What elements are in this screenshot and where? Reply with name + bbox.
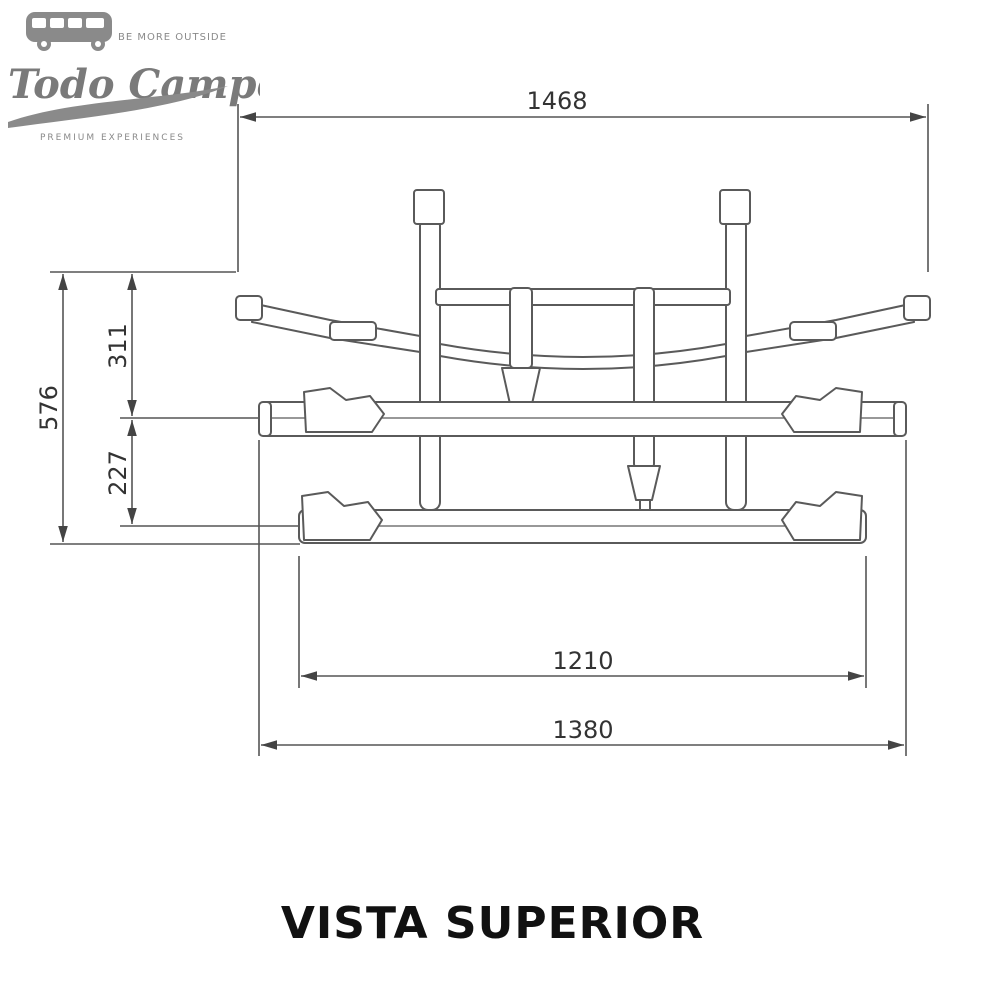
lower-left-wheel-holder: [301, 491, 383, 541]
left-arm-clamp: [235, 295, 263, 321]
campervan-icon: [26, 12, 112, 51]
upper-left-wheel-holder: [303, 387, 385, 433]
todo-campers-logo: BE MORE OUTSIDE Todo Campers PREMIUM EXP…: [8, 12, 260, 143]
dimension-upper-height: 311: [104, 323, 132, 369]
upper-right-wheel-holder: [781, 387, 863, 433]
right-arm-joint: [789, 321, 837, 341]
frame-holder-right: [633, 287, 655, 469]
logo-subtitle: PREMIUM EXPERIENCES: [40, 133, 185, 143]
dimension-inner-width: 1210: [552, 647, 613, 675]
left-post-bracket: [413, 189, 445, 225]
lower-right-wheel-holder: [781, 491, 863, 541]
center-arc: [439, 343, 727, 358]
dimension-outer-width: 1380: [552, 716, 613, 744]
left-arm-joint: [329, 321, 377, 341]
dimension-total-height: 576: [35, 385, 63, 431]
logo-tagline: BE MORE OUTSIDE: [118, 32, 227, 43]
upper-rail-right-cap: [893, 401, 907, 437]
bike-rack-outline: [235, 189, 931, 544]
frame-holder-left: [509, 287, 533, 369]
dimension-total-width: 1468: [526, 87, 587, 115]
dimension-lower-height: 227: [104, 450, 132, 496]
logo-swoosh: [8, 86, 228, 128]
upper-rail-left-cap: [258, 401, 272, 437]
frame-holder-right-clamp: [627, 465, 661, 501]
dimension-lines: [50, 104, 929, 756]
center-arc-inner: [439, 355, 727, 370]
top-cross-bar: [435, 288, 731, 306]
right-post: [725, 217, 747, 511]
view-title: VISTA SUPERIOR: [280, 898, 705, 949]
right-arm-clamp: [903, 295, 931, 321]
frame-holder-left-clamp: [501, 367, 541, 405]
right-post-bracket: [719, 189, 751, 225]
left-post: [419, 217, 441, 511]
